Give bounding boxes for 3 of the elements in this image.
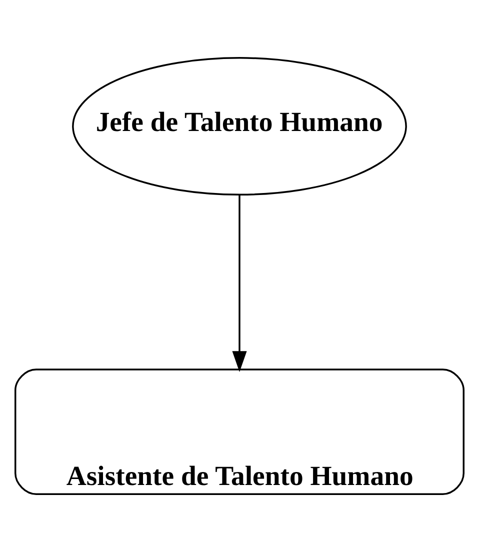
node-box: Asistente de Talento Humano [14,368,464,494]
node-ellipse: Jefe de Talento Humano [72,56,407,196]
arrow [232,194,247,372]
